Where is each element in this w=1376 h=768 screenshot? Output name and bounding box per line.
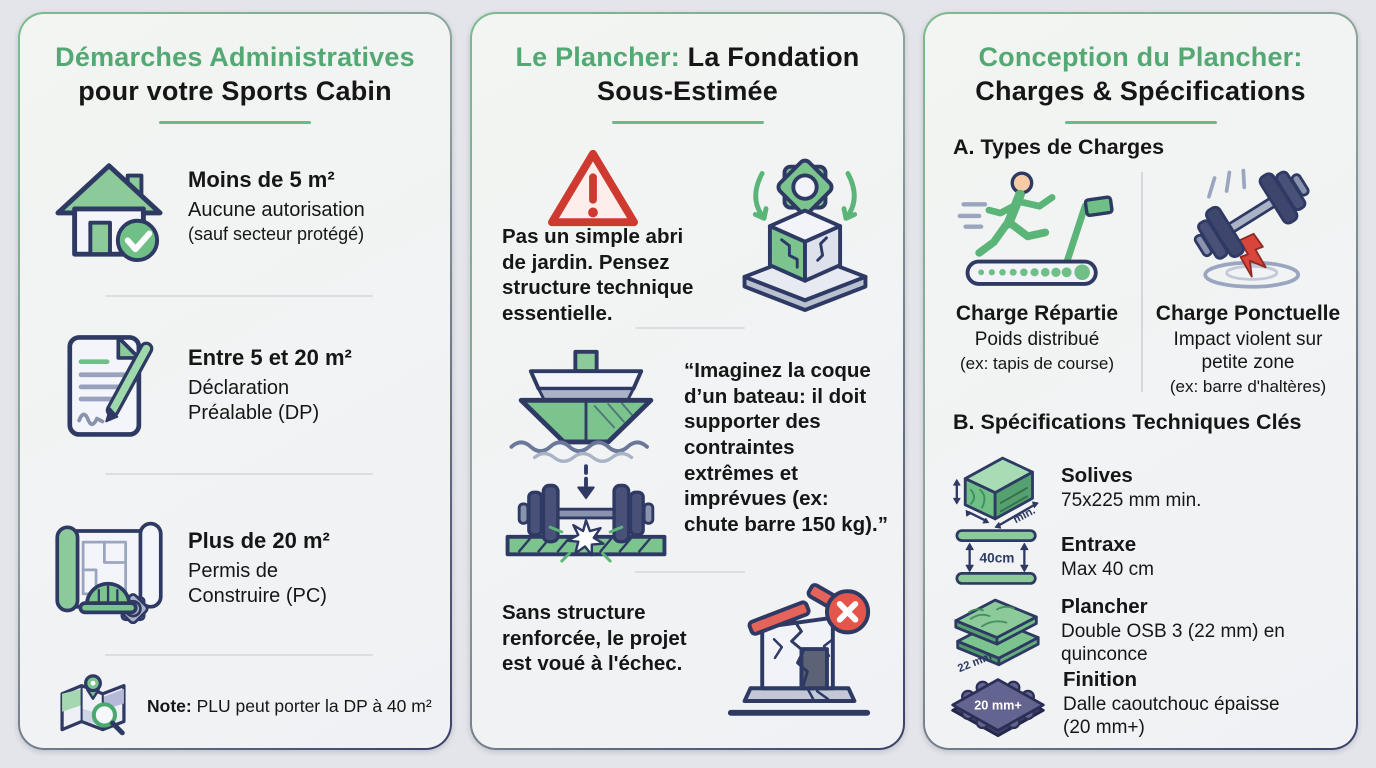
spec-desc: Double OSB 3 (22 mm) en quinconce	[1061, 621, 1285, 665]
admin-title: Démarches Administratives pour votre Spo…	[20, 40, 450, 108]
charge-name: Charge Ponctuelle	[1155, 302, 1341, 325]
spec-entraxe: 40cm Entraxe Max 40 cm	[945, 526, 1346, 588]
section-b-heading: B. Spécifications Techniques Clés	[953, 410, 1302, 434]
divider	[1141, 172, 1143, 392]
panel-floor: Le Plancher: La Fondation Sous-Estimée P…	[470, 12, 905, 750]
spec-name: Finition	[1063, 668, 1138, 692]
rubber-tile-icon: 20 mm+	[945, 665, 1051, 743]
title-underline	[159, 121, 311, 125]
admin-item-line2: (sauf secteur protégé)	[188, 224, 365, 245]
treadmill-runner-icon	[952, 164, 1122, 298]
admin-item-heading: Moins de 5 m²	[188, 167, 335, 193]
title-underline	[611, 121, 764, 125]
note-text: Note: PLU peut porter la DP à 40 m²	[147, 696, 432, 717]
spec-finition: 20 mm+ Finition Dalle caoutchouc épaisse…	[945, 664, 1346, 744]
finition-thickness-label: 20 mm+	[974, 698, 1022, 712]
floor-title-accent: Le Plancher:	[515, 42, 680, 72]
floor-intro-text: Pas un simple abri de jardin. Pensez str…	[502, 225, 694, 325]
note-body: PLU peut porter la DP à 40 m²	[196, 695, 432, 716]
joist-beam-icon: min.	[945, 445, 1049, 531]
charge-repartie-block: Charge Répartie Poids distribué (ex: tap…	[937, 164, 1137, 374]
panel-design: Conception du Plancher: Charges & Spécif…	[923, 12, 1358, 750]
section-a-heading: A. Types de Charges	[953, 135, 1165, 159]
spec-solives: min. Solives 75x225 mm min.	[945, 444, 1346, 532]
boat-impact-icon	[494, 346, 678, 569]
gear-cube-icon	[727, 148, 883, 321]
divider	[105, 295, 373, 297]
charge-example: (ex: barre d'haltères)	[1169, 376, 1327, 396]
admin-item-heading: Entre 5 et 20 m²	[188, 344, 352, 370]
divider	[635, 571, 745, 573]
admin-item-less-5: Moins de 5 m² Aucune autorisation (sauf …	[48, 142, 434, 272]
admin-item-line1: Aucune autorisation	[188, 199, 365, 222]
warning-triangle-icon	[544, 144, 642, 237]
charge-desc: Impact violent sur petite zone	[1173, 329, 1323, 373]
spec-desc: Dalle caoutchouc épaisse (20 mm+)	[1063, 694, 1280, 738]
floor-title-rest: La Fondation	[687, 42, 860, 72]
admin-title-line1: Démarches Administratives	[55, 42, 415, 72]
charge-example: (ex: tapis de course)	[959, 353, 1114, 373]
spec-name: Plancher	[1061, 595, 1148, 619]
design-title-line1: Conception du Plancher:	[978, 42, 1303, 72]
floor-quote-text: “Imaginez la coque d’un bateau: il doit …	[684, 359, 888, 536]
document-pen-icon	[48, 331, 170, 439]
title-underline	[1064, 121, 1217, 125]
admin-item-line1: Déclaration	[188, 376, 290, 399]
floor-conclusion-text: Sans structure renforcée, le projet est …	[502, 601, 687, 676]
plu-note: Note: PLU peut porter la DP à 40 m²	[54, 666, 436, 746]
note-label: Note:	[147, 695, 192, 716]
spec-name: Entraxe	[1061, 532, 1137, 556]
charge-name: Charge Répartie	[955, 302, 1119, 325]
floor-title: Le Plancher: La Fondation Sous-Estimée	[472, 40, 903, 108]
house-check-icon	[48, 152, 170, 262]
admin-item-line2: Préalable (DP)	[188, 401, 320, 424]
admin-item-5-20: Entre 5 et 20 m² Déclaration Préalable (…	[48, 320, 434, 450]
spec-desc: 75x225 mm min.	[1061, 489, 1202, 511]
entraxe-value-label: 40cm	[980, 550, 1015, 565]
spec-plancher: 22 mm Plancher Double OSB 3 (22 mm) en q…	[945, 586, 1346, 676]
admin-item-line2: Construire (PC)	[188, 584, 327, 607]
admin-item-heading: Plus de 20 m²	[188, 527, 330, 553]
design-title-line2: Charges & Spécifications	[975, 76, 1306, 107]
divider	[635, 327, 745, 329]
spec-name: Solives	[1061, 463, 1133, 487]
admin-title-line2: pour votre Sports Cabin	[78, 76, 392, 107]
divider	[105, 473, 373, 475]
spec-desc: Max 40 cm	[1061, 558, 1154, 580]
joist-spacing-icon: 40cm	[945, 526, 1049, 588]
design-title: Conception du Plancher: Charges & Spécif…	[925, 40, 1356, 108]
dumbbell-impact-icon	[1173, 164, 1323, 298]
divider	[105, 654, 373, 656]
admin-item-line1: Permis de	[188, 559, 279, 582]
blueprint-permit-icon	[48, 512, 170, 624]
charge-desc: Poids distribué	[974, 329, 1100, 350]
charge-ponctuelle-block: Charge Ponctuelle Impact violent sur pet…	[1148, 164, 1348, 397]
map-search-icon	[54, 671, 132, 741]
osb-panels-icon: 22 mm	[945, 587, 1049, 675]
broken-house-icon	[723, 582, 875, 725]
panel-admin: Démarches Administratives pour votre Spo…	[18, 12, 452, 750]
admin-item-more-20: Plus de 20 m² Permis de Construire (PC)	[48, 498, 434, 638]
floor-title-line2: Sous-Estimée	[597, 76, 778, 107]
